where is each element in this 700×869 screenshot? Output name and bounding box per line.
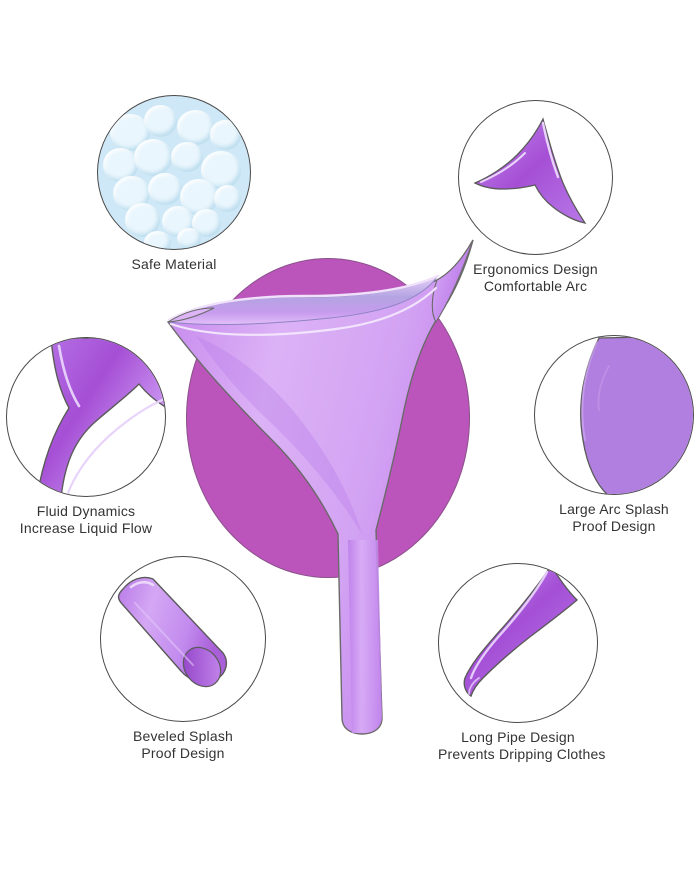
callout-caption: Safe Material [97, 256, 251, 273]
silicone-pellets-icon [97, 95, 251, 250]
funnel-interior-curve-icon [6, 337, 166, 497]
hero-background-disc [186, 258, 470, 578]
funnel-side-profile-icon [458, 100, 613, 255]
long-pipe-icon [438, 563, 598, 723]
caption-line: Proof Design [572, 518, 656, 534]
callout-safe-material: Safe Material [97, 95, 251, 273]
callout-caption: Large Arc Splash Proof Design [534, 501, 694, 535]
caption-line: Long Pipe Design [461, 729, 575, 745]
caption-line: Safe Material [131, 256, 217, 272]
caption-line: Increase Liquid Flow [19, 520, 153, 536]
callout-beveled-splash-proof: Beveled Splash Proof Design [100, 556, 266, 762]
callout-ergonomics-design: Ergonomics Design Comfortable Arc [458, 100, 613, 295]
callout-large-arc-splash-proof: Large Arc Splash Proof Design [534, 335, 694, 535]
callout-caption: Beveled Splash Proof Design [100, 728, 266, 762]
callout-long-pipe-design: Long Pipe Design Prevents Dripping Cloth… [438, 563, 606, 763]
caption-line: Beveled Splash [132, 728, 234, 744]
callout-fluid-dynamics: Fluid Dynamics Increase Liquid Flow [6, 337, 166, 537]
large-arc-icon [534, 335, 694, 495]
caption-line: Comfortable Arc [483, 278, 588, 294]
callout-caption: Fluid Dynamics Increase Liquid Flow [6, 503, 166, 537]
caption-line: Proof Design [141, 745, 225, 761]
beveled-tube-icon [100, 556, 266, 722]
caption-line: Ergonomics Design [473, 261, 598, 277]
caption-line: Prevents Dripping Clothes [438, 746, 606, 762]
caption-line: Large Arc Splash [559, 501, 669, 517]
caption-line: Fluid Dynamics [36, 503, 136, 519]
callout-caption: Ergonomics Design Comfortable Arc [458, 261, 613, 295]
callout-caption: Long Pipe Design Prevents Dripping Cloth… [438, 729, 606, 763]
